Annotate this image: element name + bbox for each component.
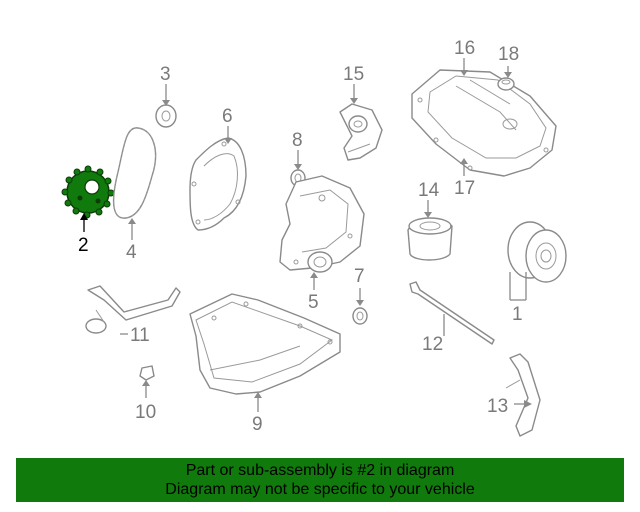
callout-17: 17 [454,178,475,199]
callout-5: 5 [308,292,319,313]
callout-16: 16 [454,38,475,59]
callout-12: 12 [422,334,443,355]
callout-8: 8 [292,130,303,151]
callout-11: 11 [130,325,150,346]
callout-9: 9 [252,414,263,435]
callout-4: 4 [126,242,137,263]
part-10-drain-plug[interactable] [139,365,155,381]
info-banner: Part or sub-assembly is #2 in diagram Di… [16,458,624,502]
part-9-oil-pan[interactable] [189,293,341,395]
callout-13: 13 [487,396,508,417]
part-12-dipstick[interactable] [409,281,495,345]
part-4-timing-chain[interactable] [112,127,157,219]
callout-3: 3 [160,64,171,85]
callout-18: 18 [498,44,519,65]
callout-6: 6 [222,106,233,127]
part-1-damper[interactable] [507,221,567,283]
part-2-timing-gear[interactable] [61,165,115,219]
callout-14: 14 [418,180,440,201]
parts-diagram: 2 3 4 6 8 5 [61,38,567,437]
part-3-sprocket[interactable] [155,104,177,128]
callout-7: 7 [354,266,365,287]
callout-10: 10 [135,402,156,423]
callout-2: 2 [78,235,89,256]
part-15-oil-pump[interactable] [339,103,383,161]
callout-15: 15 [343,64,364,85]
part-7-seal[interactable] [352,307,368,325]
part-5-front-cover[interactable] [279,175,365,273]
part-16-valve-cover[interactable] [411,69,557,177]
part-14-oil-filter[interactable] [407,217,453,261]
part-11-pickup-tube[interactable] [85,285,181,334]
callout-1: 1 [512,304,523,325]
banner-line-2: Diagram may not be specific to your vehi… [165,481,475,498]
part-18-filler-cap[interactable] [497,77,515,91]
part-13-dipstick-tube[interactable] [505,353,541,437]
part-6-cover-gasket[interactable] [189,137,247,231]
banner-line-1: Part or sub-assembly is #2 in diagram [185,462,455,479]
